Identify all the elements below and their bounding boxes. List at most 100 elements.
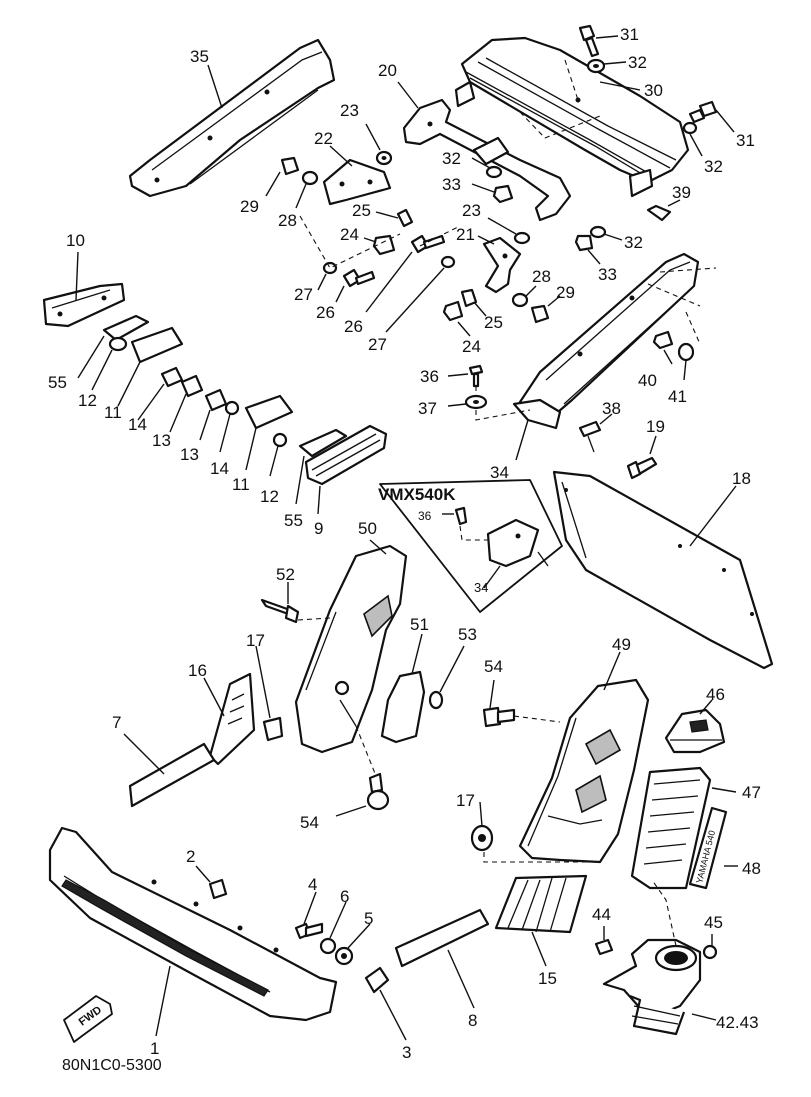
callout-50: 50 bbox=[358, 519, 377, 538]
callout-55b: 55 bbox=[284, 511, 303, 530]
callout-37: 37 bbox=[418, 399, 437, 418]
callout-36b: 36 bbox=[418, 509, 432, 523]
callout-1: 1 bbox=[150, 1039, 159, 1058]
callout-25a: 25 bbox=[352, 201, 371, 220]
part-30-rear-bumper bbox=[454, 36, 690, 198]
callout-41: 41 bbox=[668, 387, 687, 406]
callout-19: 19 bbox=[646, 417, 665, 436]
part-9-grip bbox=[304, 424, 388, 515]
part-46-cap bbox=[664, 699, 726, 754]
callout-17b: 17 bbox=[456, 791, 475, 810]
part-35-left-rail bbox=[128, 38, 336, 198]
part-45-washer bbox=[702, 934, 718, 960]
callout-11a: 11 bbox=[104, 403, 122, 422]
part-50-side-cover bbox=[294, 539, 408, 754]
callout-13b: 13 bbox=[180, 445, 199, 464]
callout-48: 48 bbox=[742, 859, 761, 878]
callout-55a: 55 bbox=[48, 373, 67, 392]
callout-28a: 28 bbox=[278, 211, 297, 230]
part-16-bracket bbox=[203, 672, 256, 766]
callout-38: 38 bbox=[602, 399, 621, 418]
callout-14b: 14 bbox=[210, 459, 229, 478]
callout-10: 10 bbox=[66, 231, 85, 250]
callout-14a: 14 bbox=[128, 415, 147, 434]
callout-32a: 32 bbox=[628, 53, 647, 72]
callout-34a: 34 bbox=[490, 463, 509, 482]
callout-12a: 12 bbox=[78, 391, 97, 410]
part-21-bracket bbox=[477, 235, 522, 294]
callout-30: 30 bbox=[644, 81, 663, 100]
callout-33b: 33 bbox=[598, 265, 617, 284]
callout-27b: 27 bbox=[368, 335, 387, 354]
callout-23b: 23 bbox=[462, 201, 481, 220]
part-17-grommet-a bbox=[255, 645, 284, 742]
callout-11b: 11 bbox=[232, 475, 250, 494]
callout-39: 39 bbox=[672, 183, 691, 202]
callout-29a: 29 bbox=[240, 197, 259, 216]
part-51-bracket bbox=[380, 633, 426, 744]
part-47-boot bbox=[630, 766, 737, 890]
callout-32b: 32 bbox=[704, 157, 723, 176]
callout-32d: 32 bbox=[624, 233, 643, 252]
callout-52: 52 bbox=[276, 565, 295, 584]
part-17-grommet-b bbox=[470, 801, 596, 863]
callout-6: 6 bbox=[340, 887, 349, 906]
part-44-clip bbox=[594, 926, 614, 956]
callout-26a: 26 bbox=[316, 303, 335, 322]
part-18-panel bbox=[552, 470, 774, 670]
callout-31a: 31 bbox=[620, 25, 639, 44]
part-10-grip bbox=[42, 251, 126, 328]
part-53-grommet bbox=[428, 645, 465, 710]
callout-45: 45 bbox=[704, 913, 723, 932]
part-52-rivet bbox=[260, 582, 331, 624]
callout-7: 7 bbox=[112, 713, 121, 732]
callout-17a: 17 bbox=[246, 631, 265, 650]
diagram-code: 80N1C0-5300 bbox=[62, 1057, 162, 1074]
callout-18: 18 bbox=[732, 469, 751, 488]
callout-24b: 24 bbox=[462, 337, 481, 356]
part-54-bolt-a bbox=[335, 725, 390, 817]
part-20-bracket bbox=[397, 81, 572, 222]
callout-29b: 29 bbox=[556, 283, 575, 302]
fwd-arrow: FWD bbox=[63, 995, 113, 1043]
callout-44: 44 bbox=[592, 905, 611, 924]
part-49-cover bbox=[518, 651, 650, 864]
callout-5: 5 bbox=[364, 909, 373, 928]
callout-15: 15 bbox=[538, 969, 557, 988]
part-15-boot bbox=[494, 874, 588, 967]
callout-9: 9 bbox=[314, 519, 323, 538]
hardware-top bbox=[265, 24, 735, 337]
callout-3: 3 bbox=[402, 1043, 411, 1062]
callout-24a: 24 bbox=[340, 225, 359, 244]
callout-4: 4 bbox=[308, 875, 317, 894]
callout-28b: 28 bbox=[532, 267, 551, 286]
callout-33a: 33 bbox=[442, 175, 461, 194]
callout-25b: 25 bbox=[484, 313, 503, 332]
left-hardware bbox=[77, 314, 348, 505]
callout-35: 35 bbox=[190, 47, 209, 66]
callout-27a: 27 bbox=[294, 285, 313, 304]
callout-49: 49 bbox=[612, 635, 631, 654]
callout-16: 16 bbox=[188, 661, 207, 680]
callout-46: 46 bbox=[706, 685, 725, 704]
callout-36a: 36 bbox=[420, 367, 439, 386]
callout-53: 53 bbox=[458, 625, 477, 644]
callout-26b: 26 bbox=[344, 317, 363, 336]
part-8-decal bbox=[394, 908, 490, 1009]
callout-labels: 35 20 31 32 30 31 32 23 22 32 33 39 29 2… bbox=[48, 25, 761, 1074]
callout-20: 20 bbox=[378, 61, 397, 80]
callout-47: 47 bbox=[742, 783, 761, 802]
callout-23a: 23 bbox=[340, 101, 359, 120]
variant-label: VMX540K bbox=[378, 485, 456, 504]
callout-32c: 32 bbox=[442, 149, 461, 168]
part-7-decal bbox=[123, 733, 216, 808]
callout-31b: 31 bbox=[736, 131, 755, 150]
callout-40: 40 bbox=[638, 371, 657, 390]
part-22-bracket bbox=[322, 145, 392, 206]
part-1-front-bumper bbox=[48, 826, 338, 1037]
callout-54b: 54 bbox=[484, 657, 503, 676]
bumper-hardware bbox=[195, 865, 407, 1041]
callout-2: 2 bbox=[186, 847, 195, 866]
part-34-right-rail bbox=[512, 252, 717, 461]
